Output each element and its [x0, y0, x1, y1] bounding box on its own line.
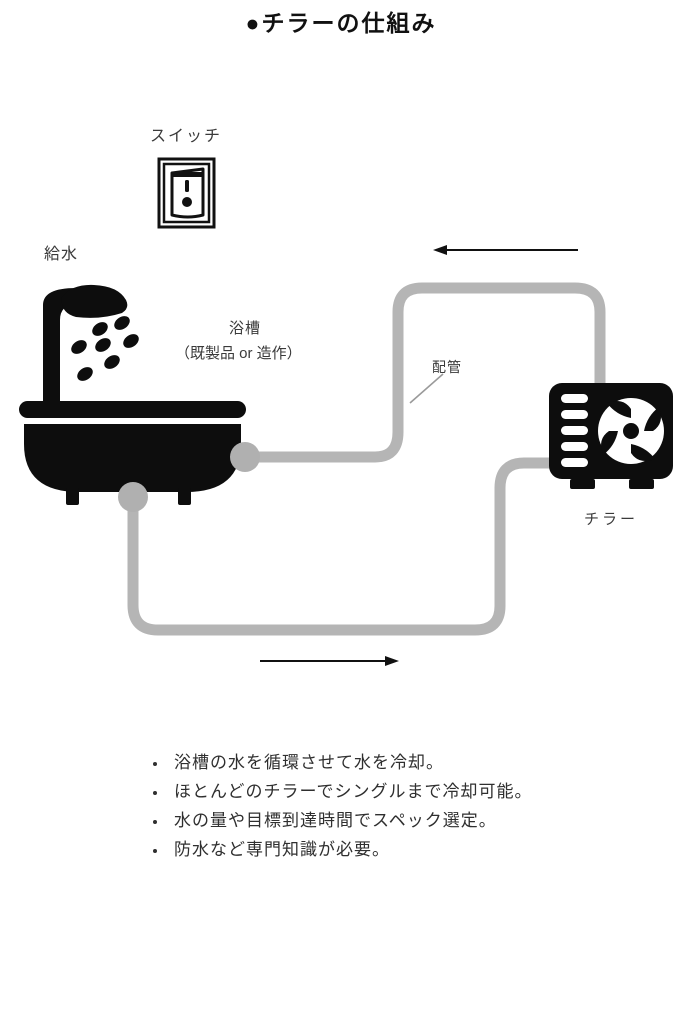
label-bathtub-sub: （既製品 or 造作）: [175, 345, 302, 362]
supply-flow-arrow: [260, 656, 399, 666]
notes-list: 浴槽の水を循環させて水を冷却。 ほとんどのチラーでシングルまで冷却可能。 水の量…: [140, 748, 648, 864]
label-piping: 配管: [432, 359, 462, 375]
label-bathtub: 浴槽: [229, 320, 262, 337]
list-item: 浴槽の水を循環させて水を冷却。: [168, 748, 648, 777]
chiller-system-diagram: [19, 157, 673, 666]
pipe-supply-line: [127, 457, 562, 636]
label-chiller: チラー: [584, 511, 639, 528]
bathtub-with-shower-icon: [19, 284, 246, 505]
list-item: 水の量や目標到達時間でスペック選定。: [168, 806, 648, 835]
list-item: ほとんどのチラーでシングルまで冷却可能。: [168, 777, 648, 806]
return-flow-arrow: [433, 245, 578, 255]
pipe-connector-return: [230, 442, 260, 472]
pipe-connector-supply: [118, 482, 148, 512]
page-title: ●チラーの仕組み: [245, 10, 437, 36]
fan-blades-icon: [598, 398, 664, 464]
piping-leader-line: [409, 373, 444, 404]
pipe-return-line: [239, 282, 606, 463]
list-item: 防水など専門知識が必要。: [168, 835, 648, 864]
chiller-unit-icon: [549, 383, 673, 489]
label-water-supply: 給水: [44, 246, 79, 263]
label-switch: スイッチ: [150, 128, 223, 145]
rocker-switch-icon: [157, 157, 216, 229]
